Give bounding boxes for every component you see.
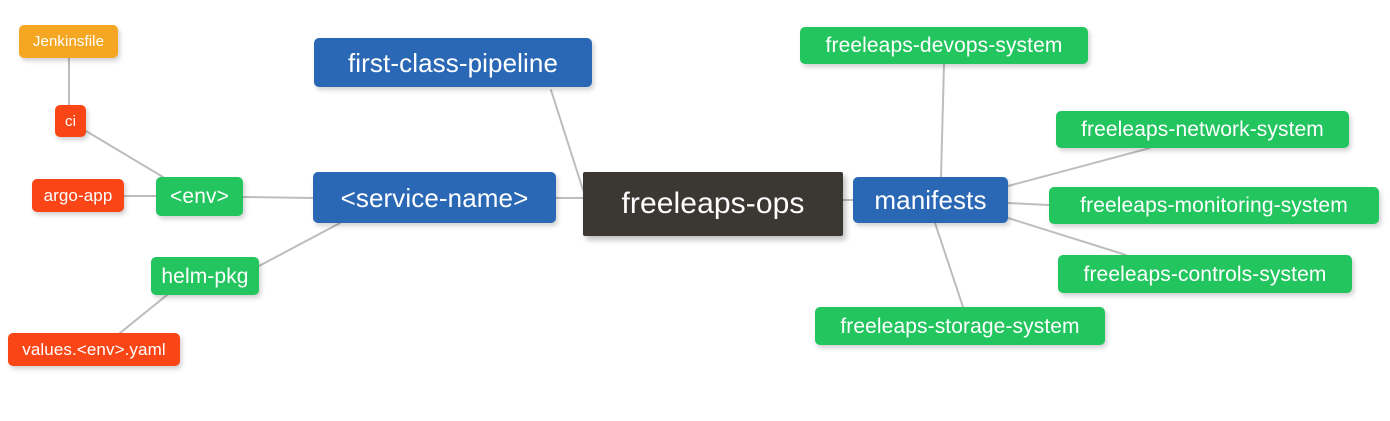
edge-manifests-to-freeleaps-network-system — [1007, 147, 1151, 187]
node-label-argo-app: argo-app — [43, 186, 113, 205]
node-label-values-env-yaml: values.<env>.yaml — [22, 340, 166, 359]
node-label-freeleaps-network-system: freeleaps-network-system — [1081, 118, 1324, 141]
node-label-first-class-pipeline: first-class-pipeline — [347, 47, 559, 78]
node-freeleaps-devops-system[interactable]: freeleaps-devops-system — [800, 27, 1088, 64]
node-label-service-name: <service-name> — [340, 182, 529, 213]
node-ci[interactable]: ci — [55, 105, 86, 137]
edge-manifests-to-freeleaps-devops-system — [940, 63, 945, 178]
node-label-helm-pkg: helm-pkg — [161, 264, 249, 288]
edge-manifests-to-freeleaps-storage-system — [934, 222, 964, 308]
node-jenkinsfile[interactable]: Jenkinsfile — [19, 25, 118, 58]
node-freeleaps-ops[interactable]: freeleaps-ops — [583, 172, 843, 236]
edge-service-name-to-env — [242, 196, 314, 199]
node-freeleaps-network-system[interactable]: freeleaps-network-system — [1056, 111, 1349, 148]
edge-env-to-ci — [85, 130, 164, 178]
node-label-ci: ci — [64, 112, 77, 130]
node-label-freeleaps-ops: freeleaps-ops — [621, 187, 805, 220]
node-freeleaps-controls-system[interactable]: freeleaps-controls-system — [1058, 255, 1352, 293]
node-label-freeleaps-devops-system: freeleaps-devops-system — [825, 34, 1063, 57]
node-helm-pkg[interactable]: helm-pkg — [151, 257, 259, 295]
node-label-freeleaps-monitoring-system: freeleaps-monitoring-system — [1080, 194, 1348, 217]
node-label-freeleaps-controls-system: freeleaps-controls-system — [1083, 262, 1327, 286]
node-service-name[interactable]: <service-name> — [313, 172, 556, 223]
node-values-env-yaml[interactable]: values.<env>.yaml — [8, 333, 180, 366]
node-label-jenkinsfile: Jenkinsfile — [32, 33, 105, 50]
node-label-freeleaps-storage-system: freeleaps-storage-system — [840, 314, 1080, 338]
node-label-manifests: manifests — [874, 185, 987, 215]
edge-service-name-to-helm-pkg — [258, 222, 341, 267]
node-manifests[interactable]: manifests — [853, 177, 1008, 223]
node-argo-app[interactable]: argo-app — [32, 179, 124, 212]
node-freeleaps-storage-system[interactable]: freeleaps-storage-system — [815, 307, 1105, 345]
node-label-env: <env> — [170, 185, 229, 208]
node-env[interactable]: <env> — [156, 177, 243, 216]
edge-helm-pkg-to-values-env-yaml — [119, 294, 168, 334]
node-freeleaps-monitoring-system[interactable]: freeleaps-monitoring-system — [1049, 187, 1379, 224]
node-first-class-pipeline[interactable]: first-class-pipeline — [314, 38, 592, 87]
edge-manifests-to-freeleaps-monitoring-system — [1007, 202, 1050, 206]
